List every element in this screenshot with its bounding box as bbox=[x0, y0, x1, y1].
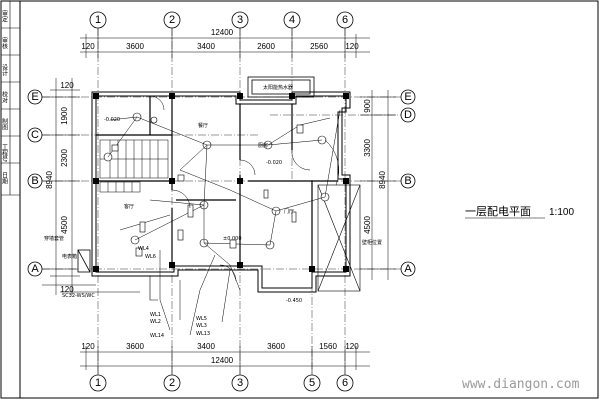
grid-top-1: 1 bbox=[95, 14, 101, 26]
room-dining: 餐厅 bbox=[198, 122, 208, 129]
solar-heater-box bbox=[247, 76, 315, 98]
grid-bottom-3: 3 bbox=[237, 377, 243, 389]
cable-note-label: 穿墙套管 bbox=[44, 235, 64, 242]
left-dim-4: 120 bbox=[60, 285, 74, 294]
bottom-total-dimension: 12400 bbox=[211, 356, 234, 365]
bottom-dim-4: 1560 bbox=[319, 342, 337, 351]
circuit-wl6: WL6 bbox=[145, 254, 156, 260]
room-hall: 客厅 bbox=[124, 203, 134, 210]
door-swings bbox=[149, 95, 340, 282]
grid-right-B: B bbox=[404, 175, 411, 187]
side-label-3: 校对 bbox=[1, 90, 8, 103]
conduit-entry bbox=[42, 276, 158, 301]
left-dim-0: 120 bbox=[60, 81, 74, 90]
right-dim-1: 3300 bbox=[363, 139, 372, 157]
conduit-label: SC32-WS/WC bbox=[62, 293, 95, 299]
bottom-dim-3: 3600 bbox=[267, 342, 285, 351]
circuit-wl1: WL1 bbox=[150, 312, 161, 318]
top-grid-bubbles bbox=[89, 11, 354, 29]
top-dim-3: 2600 bbox=[257, 42, 275, 51]
circuit-wl13: WL13 bbox=[196, 331, 210, 337]
side-label-5: 工程号 bbox=[1, 144, 8, 163]
side-label-6: 日期 bbox=[1, 172, 8, 185]
top-dim-0: 120 bbox=[81, 42, 95, 51]
void-area bbox=[317, 184, 361, 292]
top-dim-1: 3600 bbox=[126, 42, 144, 51]
grid-bottom-2: 2 bbox=[169, 377, 175, 389]
left-dim-2: 2300 bbox=[60, 149, 69, 167]
bottom-dim-5: 120 bbox=[345, 342, 359, 351]
side-label-1: 审核 bbox=[1, 36, 8, 50]
grid-top-3: 3 bbox=[237, 14, 243, 26]
room-kitchen: 厨房 bbox=[258, 142, 268, 149]
grid-top-4: 4 bbox=[289, 14, 295, 26]
drawing-title: 一层配电平面 bbox=[465, 205, 531, 218]
grid-bottom-5: 5 bbox=[309, 377, 315, 389]
side-label-0: 审定 bbox=[1, 9, 8, 23]
solar-heater-label: 太阳能热水器 bbox=[263, 84, 293, 91]
grid-left-C: C bbox=[31, 129, 39, 141]
elevation-1: ±0.000 bbox=[223, 236, 242, 242]
elevation-2: -0.020 bbox=[266, 160, 282, 166]
circuit-wl4: WL4 bbox=[138, 246, 149, 252]
grid-right-D: D bbox=[404, 109, 412, 121]
top-total-dimension: 12400 bbox=[211, 28, 234, 37]
staircase bbox=[99, 139, 169, 193]
switch-symbols bbox=[111, 124, 304, 257]
grid-bottom-1: 1 bbox=[95, 377, 101, 389]
wall-box-label: 壁柜位置 bbox=[362, 239, 382, 246]
interior-walls bbox=[96, 96, 338, 272]
elevation-3: -0.450 bbox=[286, 298, 302, 304]
bottom-dim-2: 3400 bbox=[197, 342, 215, 351]
grid-left-B: B bbox=[31, 175, 38, 187]
circuit-wl5: WL5 bbox=[196, 316, 207, 322]
grid-left-E: E bbox=[31, 91, 38, 103]
top-dim-2: 3400 bbox=[197, 42, 215, 51]
bottom-dim-0: 120 bbox=[81, 342, 95, 351]
grid-right-A: A bbox=[404, 263, 412, 275]
room-entrance: 门厅 bbox=[284, 208, 294, 215]
left-dim-3: 4500 bbox=[60, 216, 69, 234]
right-dim-0: 900 bbox=[363, 99, 372, 113]
bottom-dim-1: 3600 bbox=[126, 342, 144, 351]
grid-left-A: A bbox=[31, 263, 39, 275]
top-dim-4: 2560 bbox=[310, 42, 328, 51]
meter-box-label: 电表箱 bbox=[62, 253, 77, 260]
meter-box bbox=[77, 249, 91, 273]
left-total-dimension: 8940 bbox=[45, 171, 54, 189]
circuit-wl3: WL3 bbox=[196, 323, 207, 329]
structural-columns bbox=[93, 93, 349, 272]
circuit-wl2: WL2 bbox=[150, 319, 161, 325]
circuit-wl14: WL14 bbox=[150, 333, 164, 339]
left-dim-1: 1900 bbox=[60, 107, 69, 125]
grid-top-6: 6 bbox=[342, 14, 348, 26]
title-block-column: 审定 审核 设计 校对 制图 工程号 日期 bbox=[1, 9, 20, 196]
elevation-4: -0.020 bbox=[104, 117, 120, 123]
watermark: www.diangon.com bbox=[462, 377, 580, 392]
grid-bottom-6: 6 bbox=[342, 377, 348, 389]
right-total-dimension: 8940 bbox=[378, 171, 387, 189]
right-dim-2: 4500 bbox=[363, 216, 372, 234]
top-dim-5: 120 bbox=[345, 42, 359, 51]
side-label-4: 制图 bbox=[1, 117, 8, 131]
grid-right-E: E bbox=[404, 91, 411, 103]
drawing-scale: 1:100 bbox=[549, 207, 574, 218]
side-label-2: 设计 bbox=[1, 63, 8, 77]
grid-top-2: 2 bbox=[169, 14, 175, 26]
